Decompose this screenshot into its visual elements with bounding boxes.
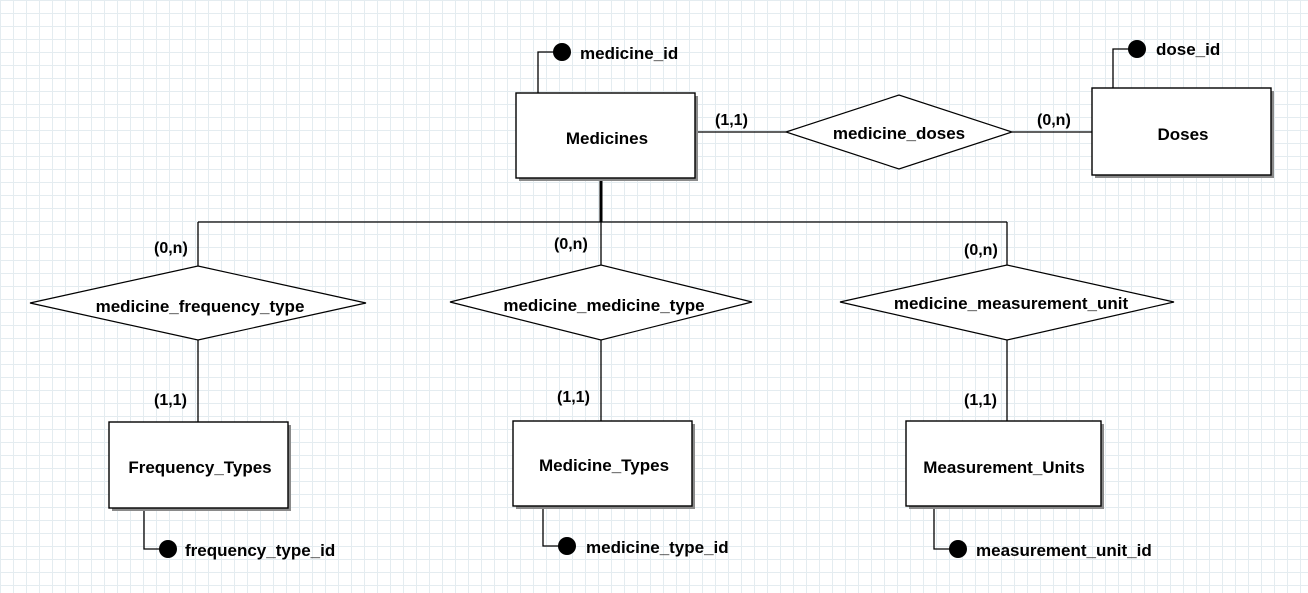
entity-medicines-label: Medicines	[566, 129, 648, 148]
cardinality-medtype-bottom: (1,1)	[557, 389, 590, 406]
attribute-measurement-unit-id[interactable]: measurement_unit_id	[949, 540, 1152, 560]
relationship-medicine-frequency-type-label: medicine_frequency_type	[96, 297, 305, 316]
key-attribute-dot-icon	[558, 537, 576, 555]
attribute-medicine-id[interactable]: medicine_id	[553, 43, 678, 63]
cardinalities: (1,1) (0,n) (0,n) (1,1) (0,n) (1,1) (0,n…	[154, 112, 1071, 409]
entity-frequency-types[interactable]: Frequency_Types	[108, 421, 291, 511]
attribute-dose-id[interactable]: dose_id	[1128, 40, 1220, 59]
relationship-medicine-measurement-unit[interactable]: medicine_measurement_unit	[839, 264, 1175, 341]
key-attribute-dot-icon	[1128, 40, 1146, 58]
cardinality-medicines-doses-right: (0,n)	[1037, 112, 1071, 129]
key-attribute-dot-icon	[949, 540, 967, 558]
relationship-medicine-doses-label: medicine_doses	[833, 124, 965, 143]
entity-measurement-units[interactable]: Measurement_Units	[905, 420, 1104, 509]
entity-doses-label: Doses	[1157, 125, 1208, 144]
cardinality-measure-bottom: (1,1)	[964, 392, 997, 409]
entity-medicine-types[interactable]: Medicine_Types	[512, 420, 695, 509]
relationship-medicine-frequency-type[interactable]: medicine_frequency_type	[29, 265, 367, 341]
cardinality-measure-top: (0,n)	[964, 242, 998, 259]
cardinality-medtype-top: (0,n)	[554, 236, 588, 253]
attribute-dose-id-label: dose_id	[1156, 40, 1220, 59]
entity-frequency-types-label: Frequency_Types	[128, 458, 271, 477]
attribute-frequency-type-id-label: frequency_type_id	[185, 541, 335, 560]
key-attribute-dot-icon	[553, 43, 571, 61]
relationship-medicine-medicine-type-label: medicine_medicine_type	[503, 296, 704, 315]
key-attribute-dot-icon	[159, 540, 177, 558]
attribute-measurement-unit-id-label: measurement_unit_id	[976, 541, 1152, 560]
attribute-medicine-type-id-label: medicine_type_id	[586, 538, 729, 557]
attribute-medicine-id-label: medicine_id	[580, 44, 678, 63]
attribute-frequency-type-id[interactable]: frequency_type_id	[159, 540, 335, 560]
entity-medicine-types-label: Medicine_Types	[539, 456, 669, 475]
relationship-medicine-doses[interactable]: medicine_doses	[784, 94, 1014, 170]
cardinality-medicines-doses-left: (1,1)	[715, 112, 748, 129]
cardinality-frequency-top: (0,n)	[154, 240, 188, 257]
relationship-medicine-medicine-type[interactable]: medicine_medicine_type	[449, 264, 753, 341]
entity-medicines[interactable]: Medicines	[515, 92, 698, 181]
entity-doses[interactable]: Doses	[1091, 87, 1274, 178]
cardinality-frequency-bottom: (1,1)	[154, 392, 187, 409]
entity-measurement-units-label: Measurement_Units	[923, 458, 1085, 477]
relationship-medicine-measurement-unit-label: medicine_measurement_unit	[894, 294, 1129, 313]
attribute-medicine-type-id[interactable]: medicine_type_id	[558, 537, 729, 557]
